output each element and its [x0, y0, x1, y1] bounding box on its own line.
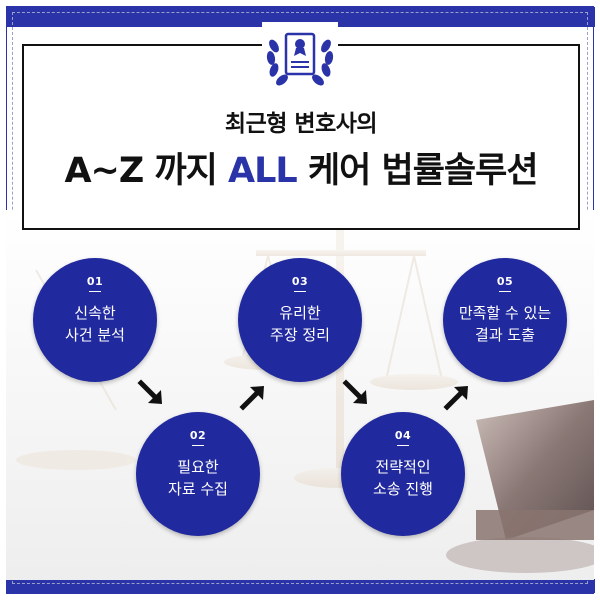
title-line2-part2: 케어 법률솔루션: [307, 151, 539, 191]
step-circle-02: 02 필요한 자료 수집: [136, 412, 260, 536]
step-number: 04: [341, 429, 465, 446]
step-circle-01: 01 신속한 사건 분석: [33, 258, 157, 382]
step-label-line2: 자료 수집: [168, 480, 228, 498]
step-label-line2: 결과 도출: [475, 326, 535, 344]
step-label-line1: 필요한: [177, 458, 219, 476]
bottom-bar: [7, 579, 595, 593]
step-circle-04: 04 전략적인 소송 진행: [341, 412, 465, 536]
title-line2-accent: ALL: [228, 151, 298, 191]
step-circle-03: 03 유리한 주장 정리: [238, 258, 362, 382]
step-label: 신속한 사건 분석: [33, 302, 157, 346]
step-label-line1: 신속한: [74, 304, 116, 322]
arrow-up-right-icon: [239, 386, 264, 411]
step-circle-05: 05 만족할 수 있는 결과 도출: [443, 258, 567, 382]
step-label-line1: 만족할 수 있는: [458, 304, 552, 322]
arrow-down-right-icon: [137, 379, 162, 404]
arrow-up-right-icon: [443, 386, 468, 411]
step-label-line1: 유리한: [279, 304, 321, 322]
step-number: 01: [33, 275, 157, 292]
step-number: 03: [238, 275, 362, 292]
step-label-line1: 전략적인: [375, 458, 431, 476]
step-label: 전략적인 소송 진행: [341, 456, 465, 500]
step-label: 필요한 자료 수집: [136, 456, 260, 500]
title-line1: 최근형 변호사의: [224, 111, 378, 137]
title-box: 최근형 변호사의 A~Z 까지 ALL 케어 법률솔루션: [22, 44, 580, 230]
title-line2-part1: A~Z 까지: [64, 151, 217, 191]
step-label: 만족할 수 있는 결과 도출: [443, 302, 567, 346]
title-line2: A~Z 까지 ALL 케어 법률솔루션: [24, 142, 578, 193]
step-number: 02: [136, 429, 260, 446]
step-label-line2: 사건 분석: [65, 326, 125, 344]
arrow-down-right-icon: [342, 379, 367, 404]
step-label: 유리한 주장 정리: [238, 302, 362, 346]
step-number: 05: [443, 275, 567, 292]
step-label-line2: 소송 진행: [373, 480, 433, 498]
document-laurel-emblem-icon: [262, 22, 338, 92]
step-label-line2: 주장 정리: [270, 326, 330, 344]
